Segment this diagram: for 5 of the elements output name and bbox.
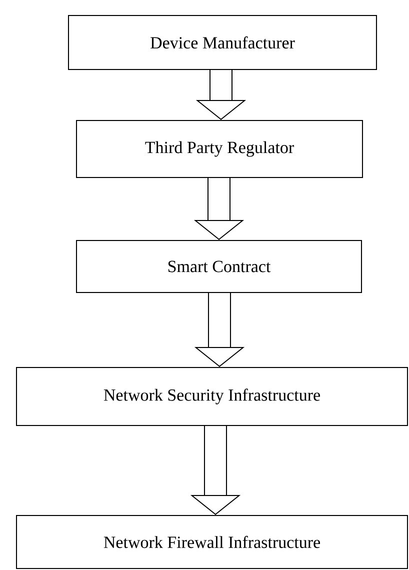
process-box: Third Party Regulator [76,120,363,178]
process-box: Network Firewall Infrastructure [16,515,408,569]
process-box: Smart Contract [76,240,362,293]
process-box: Device Manufacturer [68,15,377,70]
process-box: Network Security Infrastructure [16,367,408,426]
